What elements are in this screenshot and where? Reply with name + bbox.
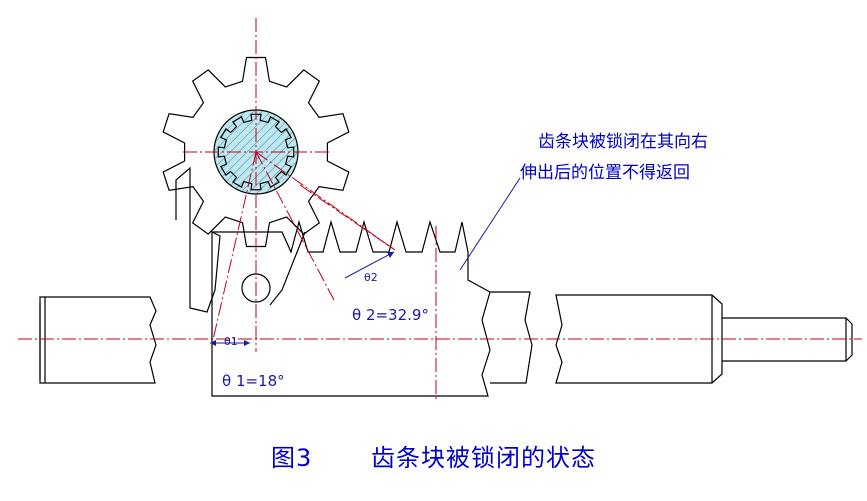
figure-caption: 图3 齿条块被锁闭的状态	[0, 438, 867, 473]
note-line-1: 齿条块被锁闭在其向右	[538, 132, 708, 152]
figure-title: 齿条块被锁闭的状态	[370, 444, 596, 472]
rack-block	[211, 219, 491, 397]
shaft-left	[39, 296, 157, 384]
theta2-value: θ 2=32.9°	[352, 306, 429, 324]
theta1-symbol: θ1	[224, 335, 238, 348]
locking-note: 齿条块被锁闭在其向右 伸出后的位置不得返回	[520, 127, 760, 189]
theta1-value: θ 1=18°	[222, 372, 285, 390]
theta2-symbol: θ2	[364, 271, 378, 284]
angle-dimensions	[210, 177, 521, 346]
figure-number: 图3	[271, 444, 313, 472]
note-line-2: 伸出后的位置不得返回	[520, 163, 690, 183]
center-lines	[18, 18, 862, 402]
shaft-middle	[490, 291, 533, 384]
